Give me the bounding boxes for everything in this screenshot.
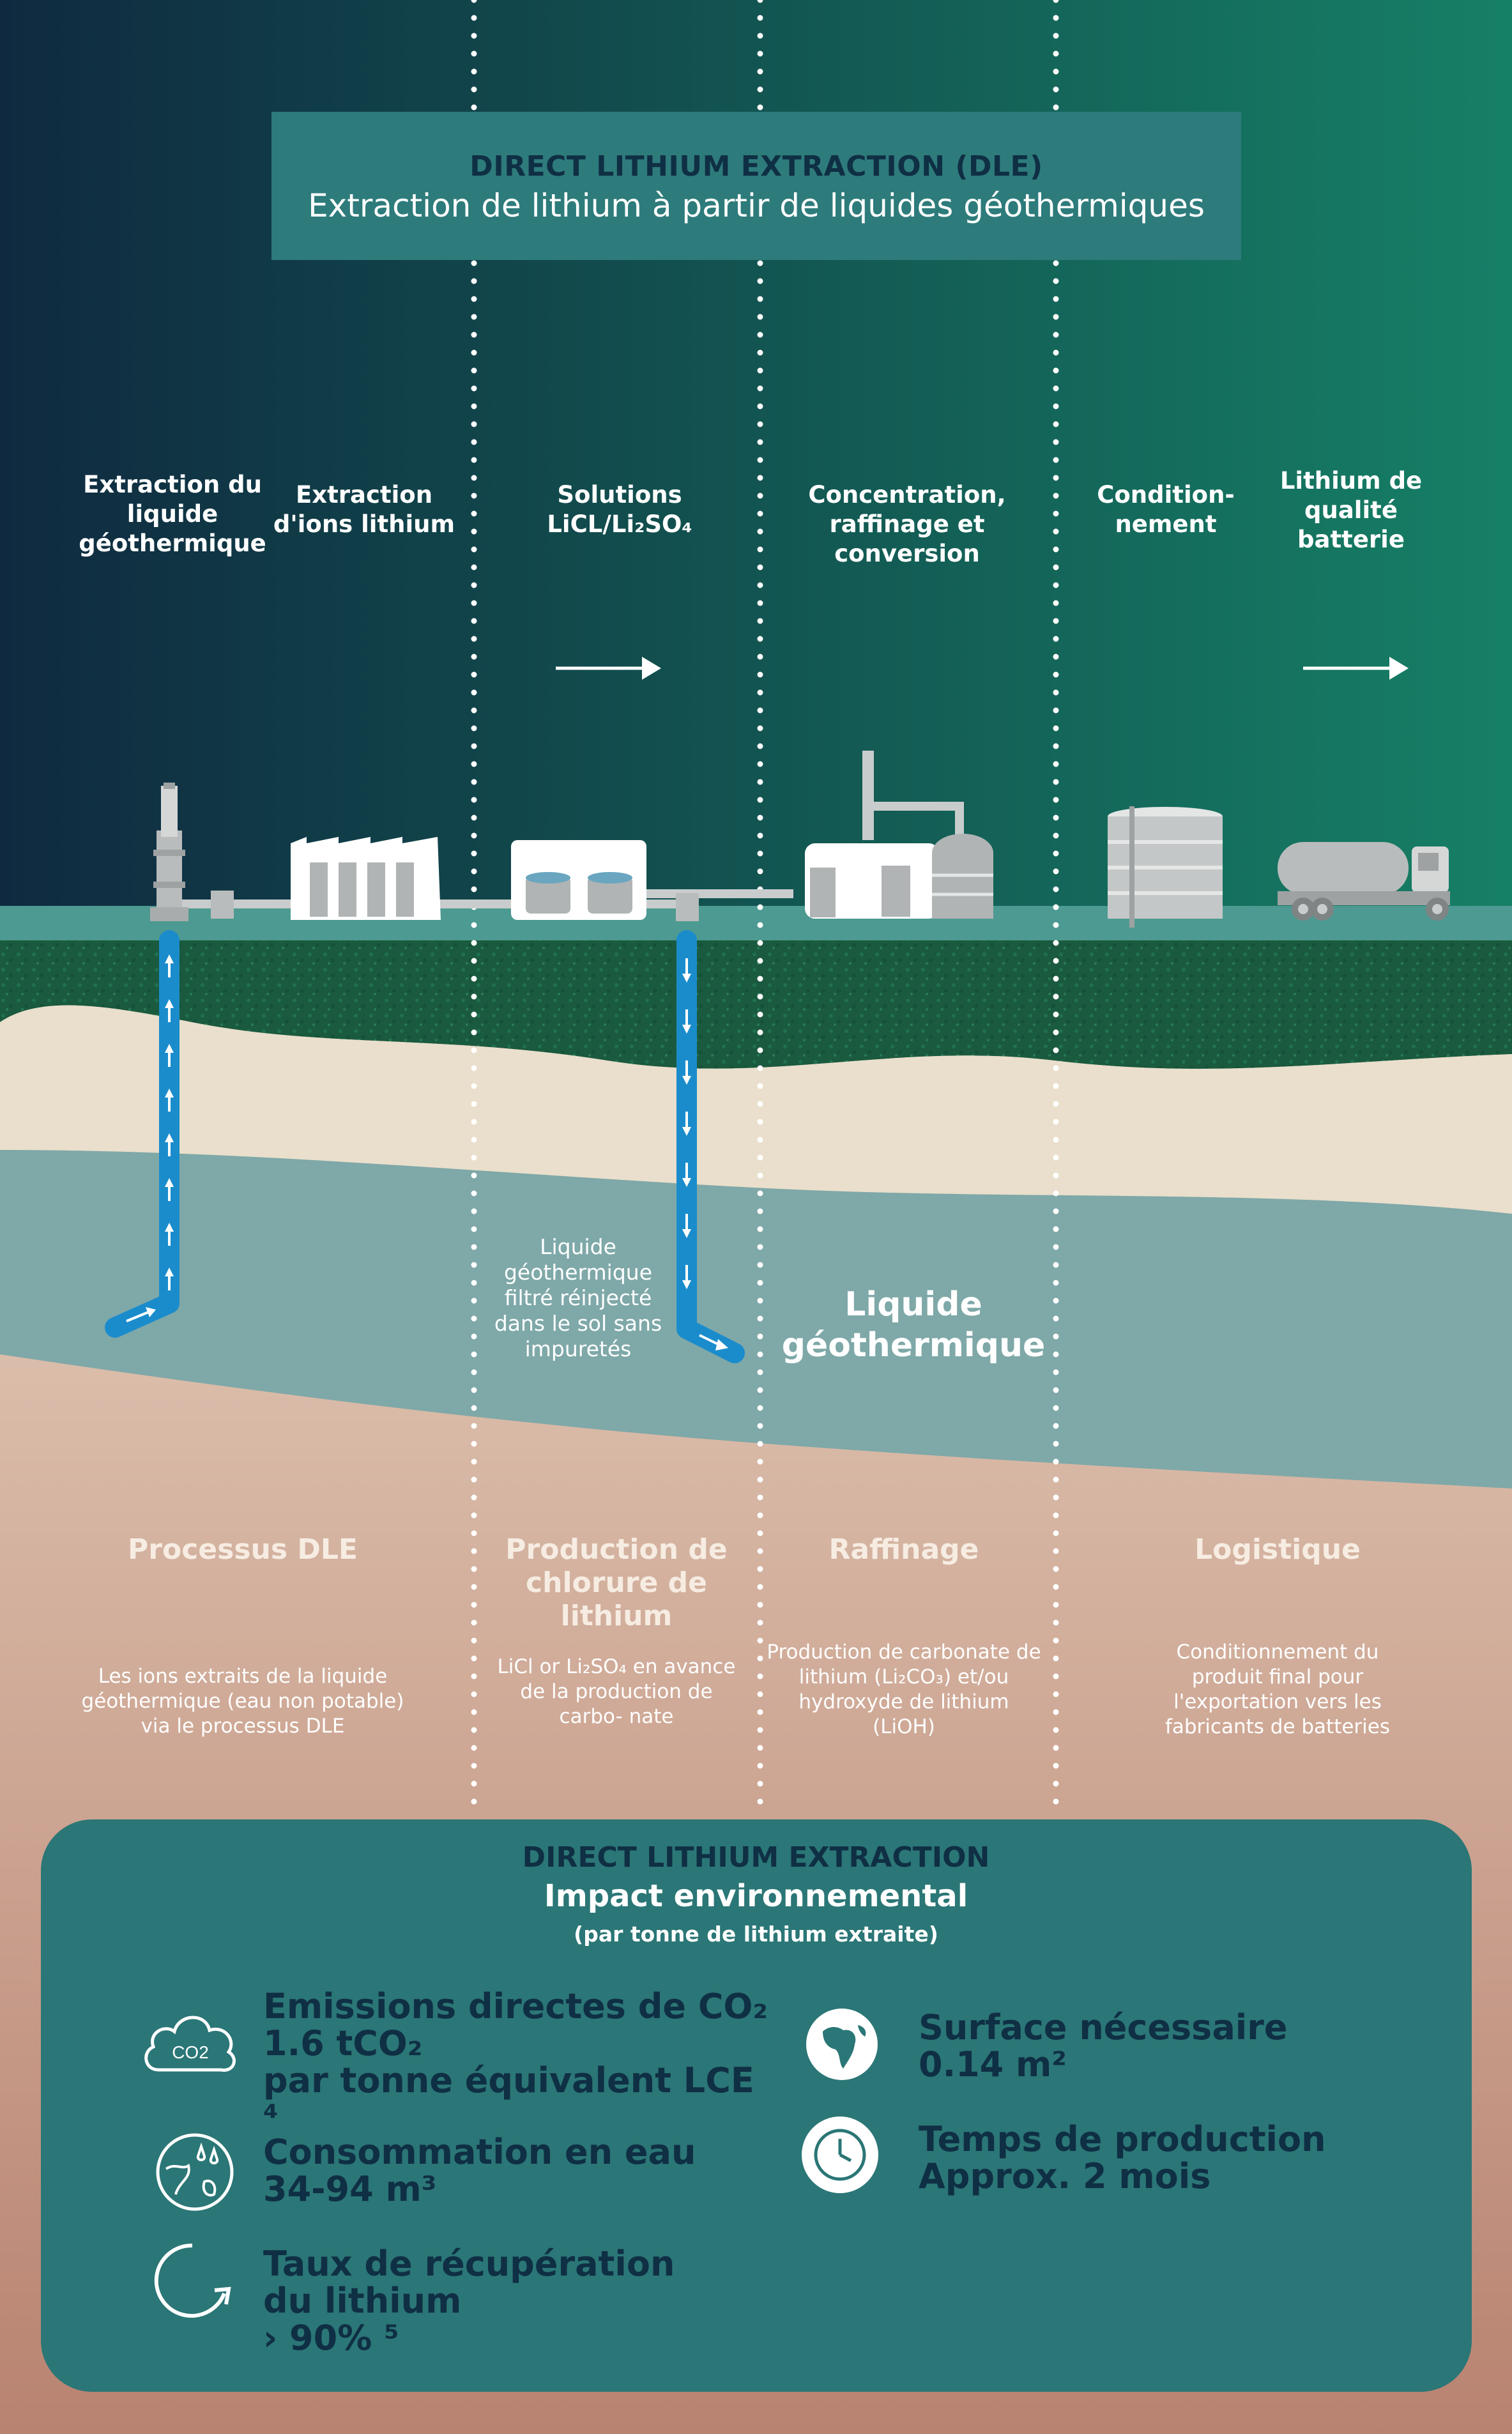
step-extraction-liquid: Extraction du liquide géothermique (79, 471, 266, 557)
reinjection-label: Liquide géothermique filtré réinjecté da… (494, 1234, 662, 1361)
valve-2-icon (676, 893, 699, 921)
stat-recovery-title: Taux de récupération (263, 2244, 675, 2284)
main-subtitle: Extraction de lithium à partir de liquid… (308, 187, 1205, 224)
stat-co2-unit: par tonne équivalent LCE ⁴ (263, 2060, 754, 2138)
arrow-right-2-head (1389, 657, 1409, 680)
production-well-pipe (105, 930, 179, 1338)
ground-surface (0, 906, 1512, 940)
step-battery-grade: Lithium de qualité batterie (1279, 467, 1423, 553)
phase-title-dle: Processus DLE (128, 1533, 358, 1566)
phase-desc-logistics: Conditionnement du produit final pour l'… (1165, 1641, 1391, 1738)
solution-tanks-icon (511, 840, 646, 920)
stat-time: Temps de production Approx. 2 mois (919, 2121, 1430, 2195)
stat-water: Consommation en eau 34-94 m³ (263, 2134, 774, 2208)
dotted-separators (471, 0, 1059, 1818)
main-title: DIRECT LITHIUM EXTRACTION (DLE) (470, 150, 1043, 183)
refinery-icon (805, 751, 993, 919)
soil-layer (0, 1005, 1512, 1214)
stat-surface-value: 0.14 m² (919, 2044, 1067, 2085)
stat-co2-value: 1.6 tCO₂ (263, 2023, 423, 2063)
stat-time-value: Approx. 2 mois (919, 2156, 1211, 2196)
step-ion-extraction: Extraction d'ions lithium (273, 481, 455, 538)
step-concentration: Concentration, raffinage et conversion (808, 481, 1006, 567)
co2-cloud-icon: CO2 (144, 2016, 236, 2072)
phase-desc-dle: Les ions extraits de la liquide géotherm… (81, 1665, 404, 1738)
dle-plant-icon (291, 837, 441, 920)
storage-silo-icon (1108, 806, 1223, 928)
stat-recovery-value: › 90% ⁵ (263, 2318, 399, 2358)
arrow-right-1-head (642, 657, 661, 680)
step-conditioning: Condition- nement (1097, 481, 1235, 538)
stat-surface-title: Surface nécessaire (919, 2007, 1288, 2047)
valve-icon (211, 891, 234, 919)
phase-desc-refining: Production de carbonate de lithium (Li₂C… (767, 1641, 1041, 1738)
water-globe-icon (156, 2133, 234, 2211)
step-solutions: Solutions LiCL/Li₂SO₄ (547, 481, 692, 538)
extraction-tower-icon (150, 783, 188, 921)
impact-panel (41, 1819, 1472, 2392)
phase-desc-chloride: LiCl or Li₂SO₄ en avance de la productio… (497, 1655, 736, 1728)
stat-water-title: Consommation en eau (263, 2132, 696, 2172)
grass-layer (0, 939, 1512, 1069)
geothermal-liquid-label: Liquide géothermique (781, 1285, 1046, 1365)
globe-africa-icon (806, 2009, 878, 2080)
stat-recovery-title-2: du lithium (263, 2281, 462, 2321)
impact-subheading: Impact environnemental (544, 1878, 968, 1914)
pipe-2 (646, 889, 793, 898)
impact-note: (par tonne de lithium extraite) (574, 1922, 938, 1947)
stat-water-value: 34-94 m³ (263, 2169, 437, 2209)
injection-well-pipe (676, 930, 745, 1363)
clock-icon (802, 2116, 878, 2193)
stat-co2: Emissions directes de CO₂ 1.6 tCO₂ par t… (263, 1988, 774, 2136)
phase-title-logistics: Logistique (1195, 1533, 1361, 1566)
title-banner: DIRECT LITHIUM EXTRACTION (DLE) Extracti… (271, 112, 1241, 260)
phase-title-refining: Raffinage (829, 1533, 979, 1566)
recovery-cycle-icon (154, 2243, 231, 2318)
phase-title-chloride: Production de chlorure de lithium (505, 1533, 728, 1632)
impact-heading: DIRECT LITHIUM EXTRACTION (522, 1841, 990, 1874)
truck-icon (1278, 842, 1450, 921)
co2-icon-text: CO2 (172, 2042, 209, 2062)
stat-surface: Surface nécessaire 0.14 m² (919, 2009, 1430, 2083)
stat-co2-title: Emissions directes de CO₂ (263, 1986, 768, 2026)
aquifer-layer (0, 1150, 1512, 1489)
stat-recovery: Taux de récupération du lithium › 90% ⁵ (263, 2246, 774, 2357)
stat-time-title: Temps de production (919, 2119, 1326, 2159)
